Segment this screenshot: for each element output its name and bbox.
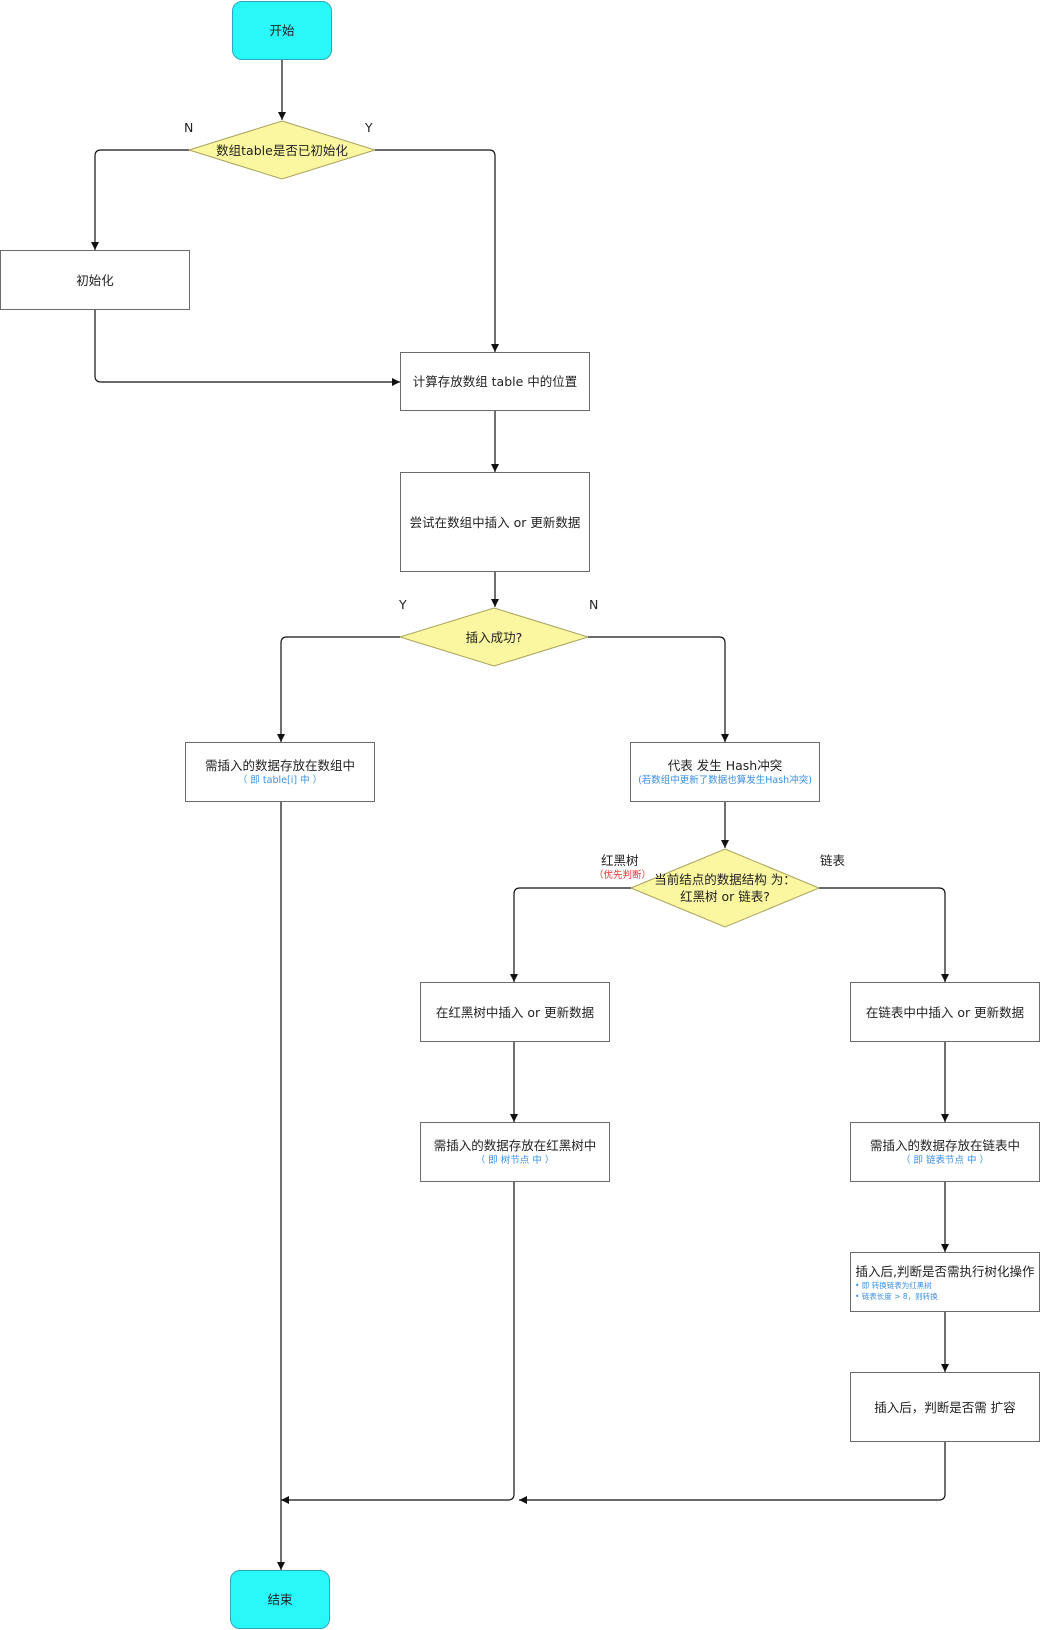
label-ok-n: N <box>589 597 599 612</box>
resize-node: 插入后，判断是否需 扩容 <box>850 1372 1040 1442</box>
store-list-node: 需插入的数据存放在链表中 （ 即 链表节点 中 ） <box>850 1122 1040 1182</box>
store-list-note: （ 即 链表节点 中 ） <box>900 1155 990 1166</box>
edge-structure-to-list <box>819 887 949 982</box>
hash-conflict-node: 代表 发生 Hash冲突 (若数组中更新了数据也算发生Hash冲突) <box>630 742 820 802</box>
label-init-y: Y <box>365 120 373 135</box>
label-rbt: 红黑树 <box>601 853 639 868</box>
decision-structure-shape <box>629 848 821 928</box>
edge-ok-n-to-conflict <box>588 636 729 742</box>
edge-decision-y-to-calc <box>375 149 499 352</box>
decision-structure-line1: 当前结点的数据结构 为： <box>654 872 796 887</box>
decision-insert-ok-shape <box>398 607 590 667</box>
start-label: 开始 <box>269 23 295 38</box>
init-label: 初始化 <box>76 272 114 288</box>
init-node: 初始化 <box>0 250 190 310</box>
decision-structure: 当前结点的数据结构 为： 红黑树 or 链表? <box>631 862 819 914</box>
decision-structure-line2: 红黑树 or 链表? <box>680 889 770 904</box>
decision-insert-ok-label: 插入成功? <box>465 629 523 645</box>
label-rbt-note: （优先判断） <box>594 870 652 881</box>
edge-store-rbt-to-merge <box>281 1182 515 1504</box>
edge-decision-n-to-init <box>91 149 189 250</box>
try-insert-node: 尝试在数组中插入 or 更新数据 <box>400 472 590 572</box>
end-label: 结束 <box>267 1592 293 1607</box>
store-rbt-node: 需插入的数据存放在红黑树中 （ 即 树节点 中 ） <box>420 1122 610 1182</box>
store-rbt-note: （ 即 树节点 中 ） <box>475 1155 555 1166</box>
rbt-insert-node: 在红黑树中插入 or 更新数据 <box>420 982 610 1042</box>
label-list: 链表 <box>820 853 846 868</box>
edge-ok-y-to-array <box>277 636 400 742</box>
store-rbt-label: 需插入的数据存放在红黑树中 <box>433 1138 597 1153</box>
store-array-note: （ 即 table[i] 中 ） <box>237 775 323 786</box>
calc-position-label: 计算存放数组 table 中的位置 <box>412 374 578 389</box>
hash-conflict-note: (若数组中更新了数据也算发生Hash冲突) <box>638 775 812 786</box>
decision-init-label: 数组table是否已初始化 <box>216 142 348 158</box>
decision-insert-ok: 插入成功? <box>400 608 588 666</box>
hash-conflict-label: 代表 发生 Hash冲突 <box>667 758 783 773</box>
edge-structure-to-rbt <box>510 887 631 982</box>
store-list-label: 需插入的数据存放在链表中 <box>869 1138 1020 1153</box>
label-ok-y: Y <box>399 597 407 612</box>
store-array-label: 需插入的数据存放在数组中 <box>204 758 355 773</box>
edge-resize-to-merge <box>519 1442 946 1504</box>
treeify-bullet-1: • 即 转换链表为红黑树 <box>855 1280 932 1290</box>
list-insert-label: 在链表中中插入 or 更新数据 <box>865 1004 1025 1020</box>
label-init-n: N <box>184 120 194 135</box>
store-array-node: 需插入的数据存放在数组中 （ 即 table[i] 中 ） <box>185 742 375 802</box>
resize-label: 插入后，判断是否需 扩容 <box>874 1399 1016 1415</box>
decision-init: 数组table是否已初始化 <box>189 121 375 179</box>
decision-init-shape <box>187 120 377 180</box>
try-insert-label: 尝试在数组中插入 or 更新数据 <box>409 514 581 530</box>
edge-init-to-calc <box>94 310 400 386</box>
treeify-bullets: • 即 转换链表为红黑树 • 链表长度 > 8，则转换 <box>851 1280 1039 1302</box>
end-node: 结束 <box>230 1570 330 1629</box>
treeify-node: 插入后,判断是否需执行树化操作 • 即 转换链表为红黑树 • 链表长度 > 8，… <box>850 1252 1040 1312</box>
start-node: 开始 <box>232 1 332 60</box>
list-insert-node: 在链表中中插入 or 更新数据 <box>850 982 1040 1042</box>
calc-position-node: 计算存放数组 table 中的位置 <box>400 352 590 411</box>
treeify-bullet-2: • 链表长度 > 8，则转换 <box>855 1291 938 1301</box>
rbt-insert-label: 在红黑树中插入 or 更新数据 <box>435 1004 595 1020</box>
treeify-label: 插入后,判断是否需执行树化操作 <box>855 1263 1035 1279</box>
